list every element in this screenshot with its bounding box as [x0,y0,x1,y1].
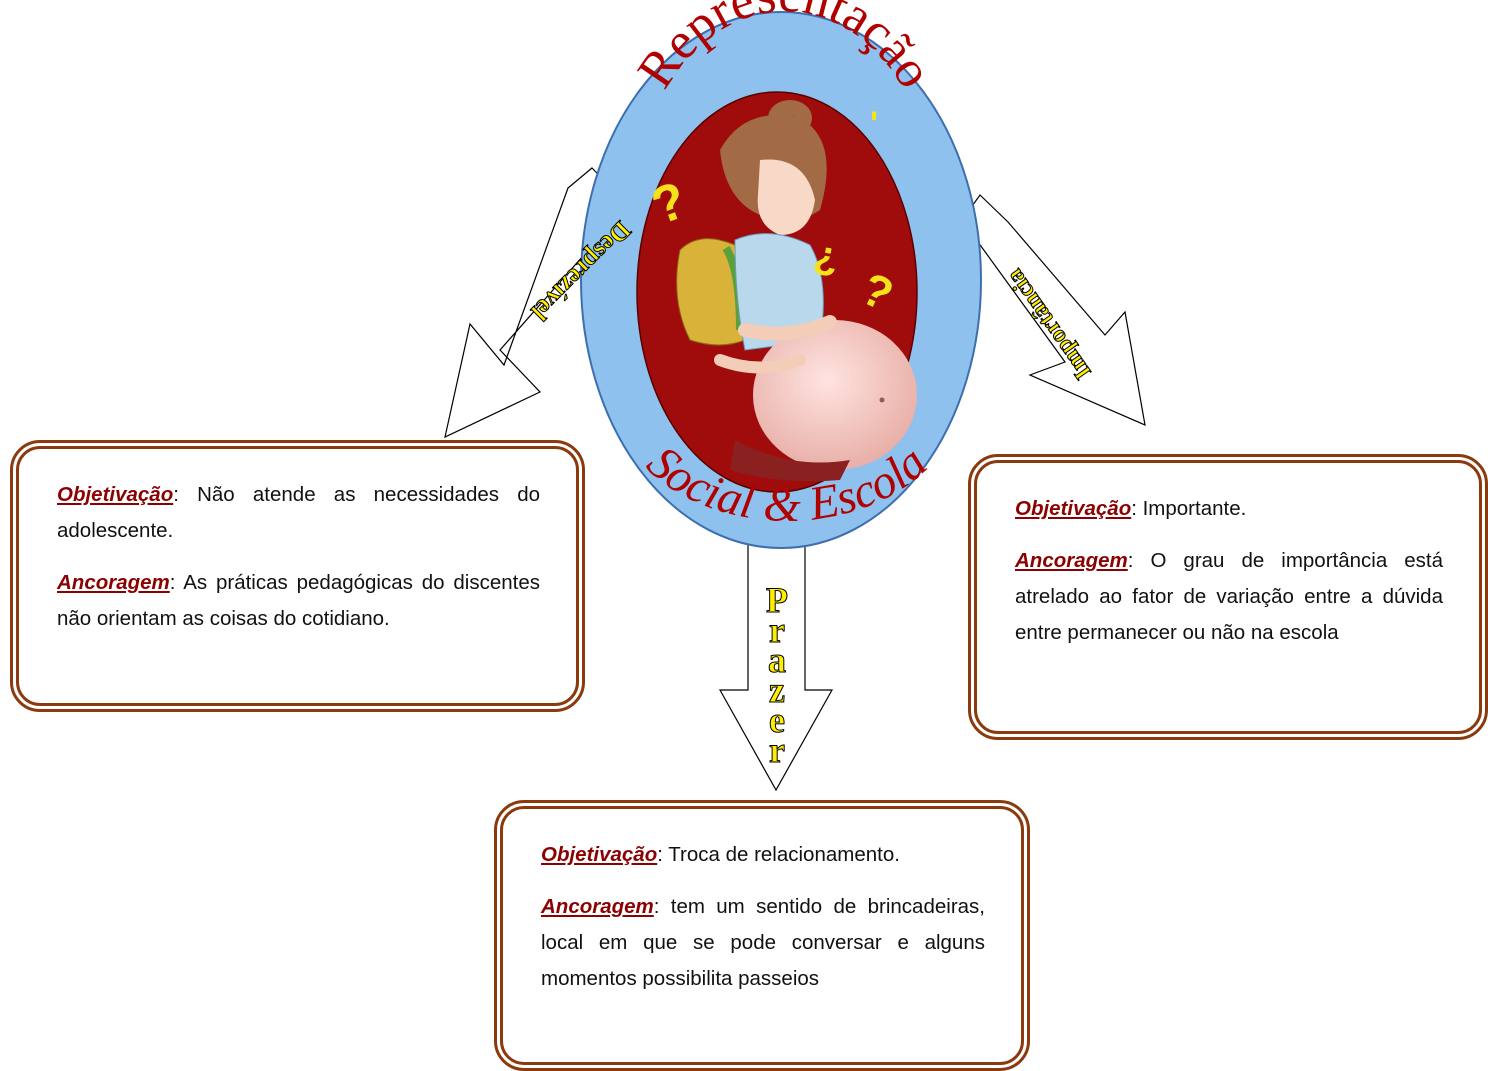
ancoragem-paragraph: Ancoragem: As práticas pedagógicas do di… [57,565,540,637]
objetivacao-term: Objetivação [57,483,173,506]
ancoragem-paragraph: Ancoragem: tem um sentido de brincadeira… [541,889,985,997]
info-box-left: Objetivação: Não atende as necessidades … [10,440,585,712]
objetivacao-paragraph: Objetivação: Não atende as necessidades … [57,477,540,549]
info-box-bottom: Objetivação: Troca de relacionamento. An… [494,800,1030,1071]
objetivacao-term: Objetivação [541,843,657,866]
info-box-right: Objetivação: Importante. Ancoragem: O gr… [968,454,1488,740]
ancoragem-paragraph: Ancoragem: O grau de importância está at… [1015,543,1443,651]
objetivacao-term: Objetivação [1015,497,1131,520]
svg-text:': ' [870,105,878,143]
ancoragem-term: Ancoragem [1015,549,1128,572]
objetivacao-text: : Troca de relacionamento. [657,843,900,866]
objetivacao-text: : Importante. [1131,497,1246,520]
objetivacao-paragraph: Objetivação: Importante. [1015,491,1443,527]
ancoragem-term: Ancoragem [541,895,654,918]
ancoragem-term: Ancoragem [57,571,170,594]
objetivacao-paragraph: Objetivação: Troca de relacionamento. [541,837,985,873]
